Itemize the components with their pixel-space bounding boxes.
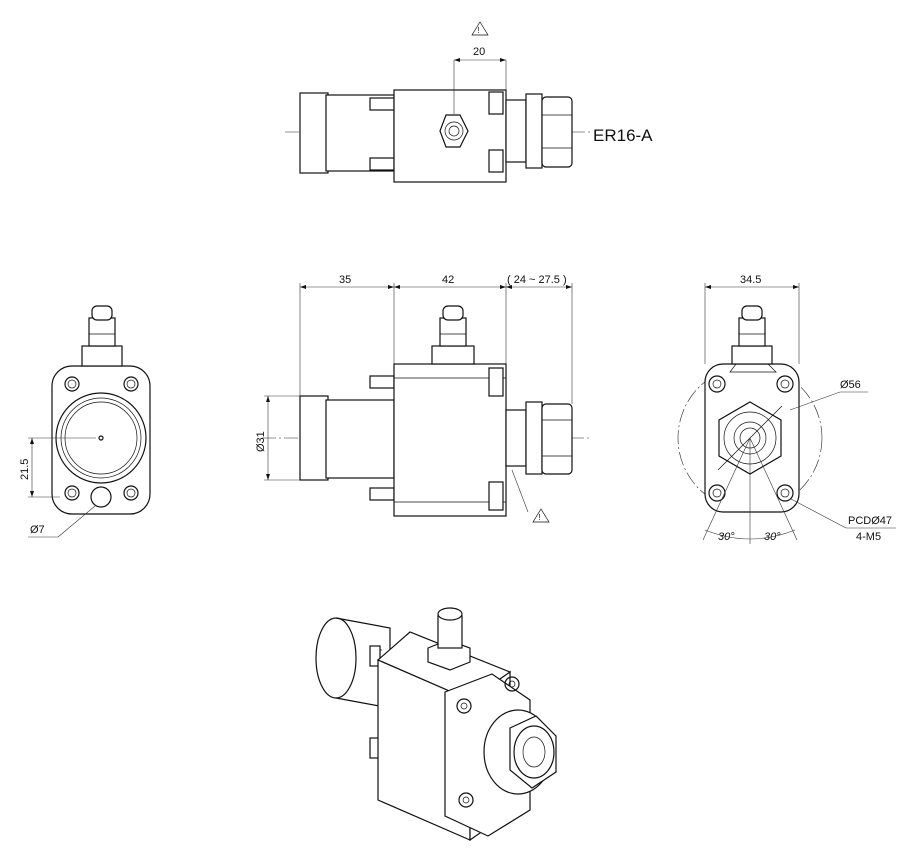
dim-pcd: PCDØ47 — [848, 515, 892, 527]
angle-right: 30° — [764, 531, 781, 543]
left-view: 21.5 Ø7 — [19, 305, 151, 538]
right-view: 34.5 Ø56 PCDØ47 4-M5 30° 30° — [677, 274, 896, 544]
top-view: 20 ! ER16-A — [285, 21, 653, 183]
warning-icon: ! — [478, 26, 480, 35]
dim-42: 42 — [442, 274, 454, 286]
dim-21-5: 21.5 — [19, 459, 31, 480]
dim-dia31: Ø31 — [255, 431, 267, 452]
dim-range: ( 24 ~ 27.5 ) — [507, 274, 567, 286]
dim-dia56: Ø56 — [840, 379, 861, 391]
angle-left: 30° — [718, 531, 735, 543]
dim-dia7: Ø7 — [30, 524, 45, 536]
warning-icon: ! — [539, 513, 541, 522]
model-label: ER16-A — [593, 126, 653, 145]
dim-34-5: 34.5 — [740, 274, 761, 286]
front-view: 35 42 ( 24 ~ 27.5 ) Ø31 ! — [255, 274, 590, 523]
dim-holes: 4-M5 — [856, 531, 881, 543]
isometric-view — [315, 607, 557, 842]
dim-20: 20 — [473, 46, 485, 58]
dim-35: 35 — [339, 274, 351, 286]
